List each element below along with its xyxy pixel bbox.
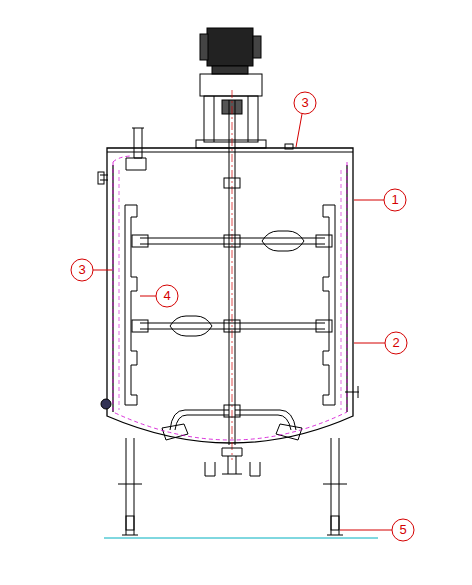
callout-number: 1	[384, 189, 406, 211]
callout-number: 2	[385, 332, 407, 354]
callout-number: 5	[392, 519, 414, 541]
callout-number: 3	[71, 259, 93, 281]
callout-number: 4	[156, 285, 178, 307]
callout-number: 3	[294, 92, 316, 114]
